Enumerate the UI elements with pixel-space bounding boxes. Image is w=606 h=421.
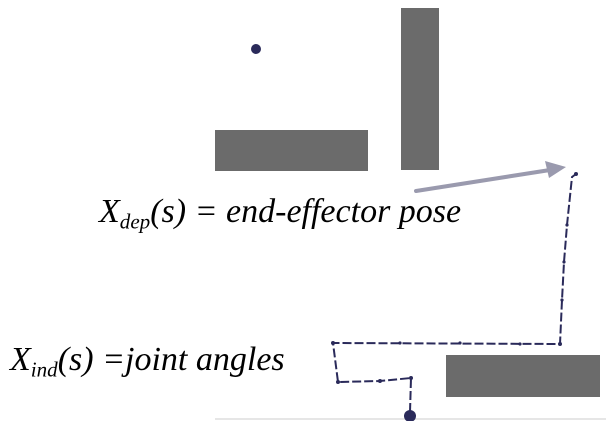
- joint: [378, 379, 382, 383]
- robot-joints: [331, 172, 578, 384]
- obstacle-vertical: [401, 8, 439, 170]
- dep-subscript: dep: [119, 209, 151, 234]
- joint: [398, 341, 402, 345]
- ind-symbol: X: [10, 341, 31, 378]
- joint: [565, 223, 569, 227]
- robot-base: [404, 410, 416, 421]
- ind-subscript: ind: [30, 357, 58, 382]
- joint: [562, 260, 566, 264]
- joint: [560, 298, 564, 302]
- joint: [331, 341, 335, 345]
- goal-point: [251, 44, 261, 54]
- joint: [458, 341, 462, 345]
- joint: [574, 172, 578, 176]
- dep-rest: (s) = end-effector pose: [150, 193, 462, 230]
- obstacle-horizontal-top: [215, 130, 368, 171]
- ind-rest: (s) =joint angles: [57, 341, 285, 378]
- joint: [336, 380, 340, 384]
- end-effector-pose-label: Xdep(s) = end-effector pose: [99, 193, 462, 233]
- end-effector-arrow: [414, 161, 566, 193]
- joint: [558, 342, 562, 346]
- joint-angles-label: Xind(s) =joint angles: [10, 341, 285, 381]
- joint: [518, 342, 522, 346]
- obstacle-horizontal-bottom: [446, 355, 600, 397]
- dep-symbol: X: [99, 193, 120, 230]
- joint: [409, 376, 413, 380]
